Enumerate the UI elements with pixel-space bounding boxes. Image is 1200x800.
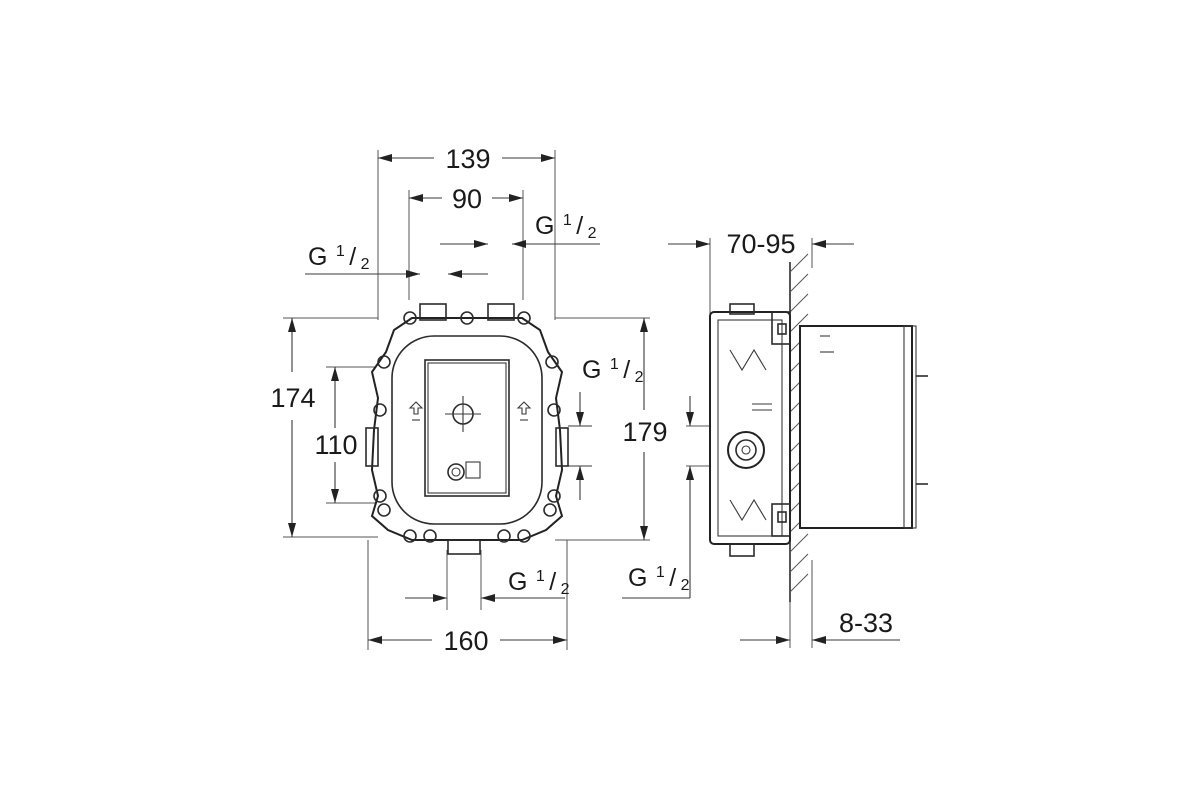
dim-70-95-label: 70-95 <box>726 229 795 259</box>
svg-text:G 1 /: G 1 / 2 <box>582 356 644 386</box>
svg-text:G 1 /: G 1 / 2 <box>308 243 370 273</box>
dim-160-label: 160 <box>443 626 488 656</box>
valve-body-side <box>709 303 928 557</box>
dim-174-label: 174 <box>270 383 315 413</box>
thread-label-right: G 1 / 2 <box>568 356 644 500</box>
dim-179-label: 179 <box>622 417 667 447</box>
thread-label-top-left: G 1 / 2 <box>305 240 488 278</box>
svg-text:G 1 /: G 1 / 2 <box>508 568 570 598</box>
thread-label-bottom: G 1 / 2 <box>405 550 570 610</box>
dim-110-label: 110 <box>314 430 357 460</box>
thread-label-side: G 1 / 2 <box>622 396 694 599</box>
thread-label-top-right: G 1 / 2 <box>512 212 600 248</box>
side-view: 70-95 8-33 G 1 / 2 <box>622 229 928 648</box>
dim-8-33-label: 8-33 <box>839 608 893 638</box>
valve-body-front <box>365 303 569 555</box>
svg-text:G 1 /: G 1 / 2 <box>535 212 597 242</box>
dim-139-label: 139 <box>445 144 490 174</box>
dim-90-label: 90 <box>452 184 482 214</box>
front-view: 139 90 G 1 / 2 G 1 / <box>270 144 667 656</box>
svg-text:G 1 /: G 1 / 2 <box>628 564 690 594</box>
